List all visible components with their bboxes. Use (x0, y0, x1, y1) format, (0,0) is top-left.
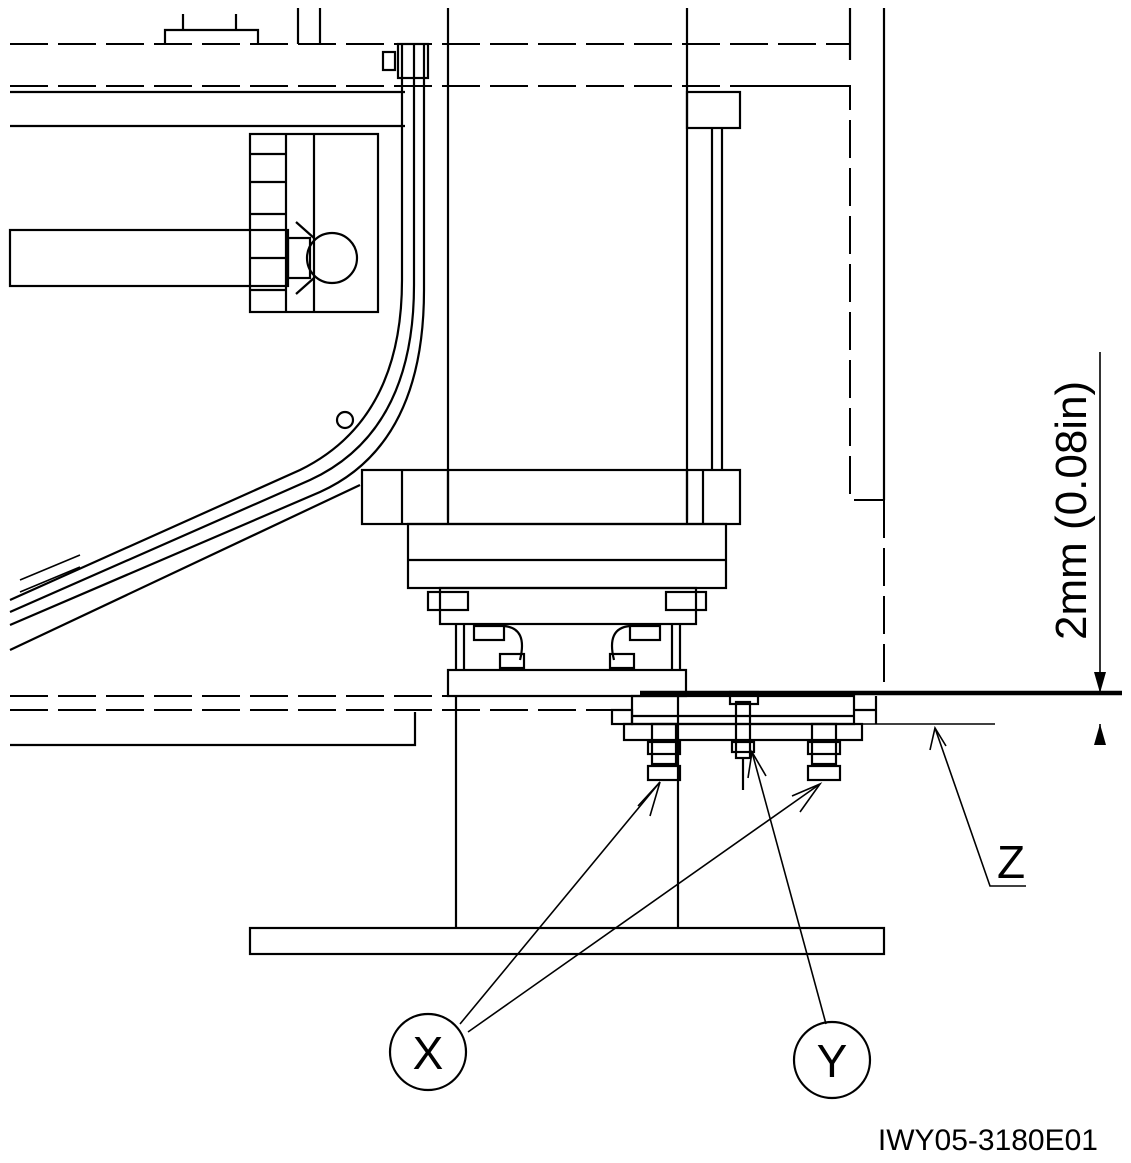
dimension-arrow-up (1094, 724, 1106, 745)
callout-y-label: Y (817, 1035, 848, 1087)
dimension-group: 2mm (0.08in) (640, 352, 1122, 745)
callout-y: Y (792, 1020, 872, 1100)
upper-frame (10, 8, 850, 128)
leveling-bolt-left (646, 722, 682, 782)
callout-z-label: Z (997, 836, 1025, 888)
callout-x: X (388, 1012, 468, 1092)
column-base (360, 468, 742, 698)
stand (10, 695, 886, 956)
level-base (610, 690, 878, 742)
column (446, 8, 886, 690)
adjusting-screw (730, 700, 756, 790)
floor-plate (248, 926, 886, 956)
dimension-arrow-down (1094, 672, 1106, 693)
drawing-code: IWY05-3180E01 (878, 1124, 1098, 1157)
dimension-label: 2mm (0.08in) (1047, 381, 1096, 640)
callout-y-circle (792, 1020, 872, 1100)
leveling-bolt-right (806, 722, 842, 782)
curved-pipes (9, 42, 430, 651)
leader-lines (459, 725, 1026, 1033)
callout-x-circle (388, 1012, 468, 1092)
callout-x-label: X (413, 1027, 444, 1079)
callout-z: Z (997, 836, 1025, 888)
side-bracket (8, 132, 380, 314)
